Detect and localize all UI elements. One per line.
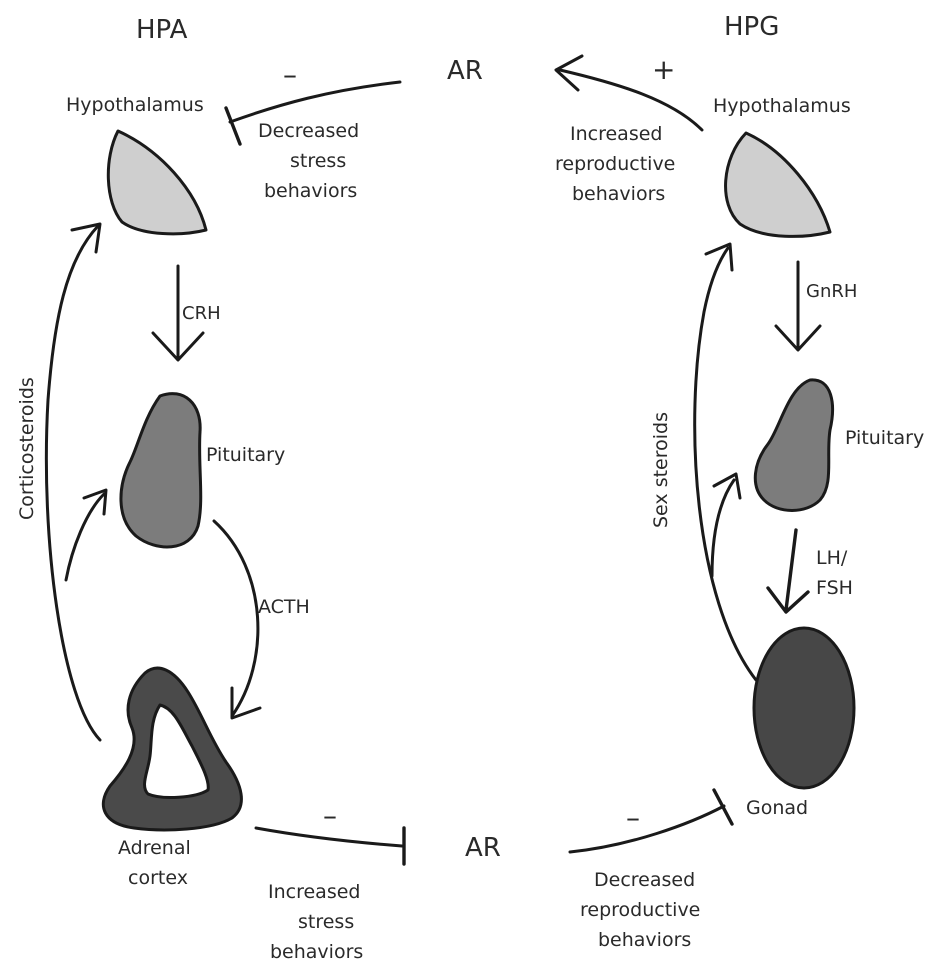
increased-stress-l2: stress	[298, 911, 354, 933]
decreased-stress-l3: behaviors	[264, 180, 357, 202]
top-plus-sign: +	[652, 53, 675, 86]
acth-label: ACTH	[258, 596, 310, 618]
bottom-right-inhibit-line	[570, 806, 724, 852]
sex-steroids-label: Sex steroids	[650, 412, 672, 528]
decreased-stress-l2: stress	[290, 150, 346, 172]
bottom-minus-left: –	[323, 799, 337, 832]
decreased-stress-l1: Decreased	[258, 120, 359, 142]
hpg-title: HPG	[724, 12, 779, 42]
hpg-hypothalamus-label: Hypothalamus	[713, 95, 851, 117]
top-ar-label: AR	[447, 56, 483, 86]
corticosteroid-feedback-short-arrow	[66, 494, 104, 580]
hpa-hypothalamus-label: Hypothalamus	[66, 94, 204, 116]
gnrh-label: GnRH	[806, 281, 857, 302]
adrenal-label-line1: Adrenal	[118, 837, 191, 859]
increased-reproductive-l1: Increased	[570, 123, 662, 145]
corticosteroid-feedback-long-arrow	[46, 226, 100, 740]
increased-reproductive-l2: reproductive	[555, 153, 675, 175]
decreased-reproductive-l3: behaviors	[598, 929, 691, 951]
sex-steroid-feedback-short-arrow	[712, 480, 734, 576]
decreased-reproductive-l1: Decreased	[594, 869, 695, 891]
hpa-hypothalamus-shape	[108, 131, 206, 234]
top-stimulate-arrow	[560, 70, 702, 130]
increased-reproductive-l3: behaviors	[572, 183, 665, 205]
increased-stress-l1: Increased	[268, 881, 360, 903]
lhfsh-label-line1: LH/	[816, 547, 848, 569]
lhfsh-arrow	[786, 530, 796, 610]
top-inhibit-line	[230, 82, 400, 122]
crh-label: CRH	[182, 303, 221, 324]
bottom-right-inhibit-bar	[714, 790, 732, 824]
hpg-pituitary-shape	[755, 380, 832, 511]
sex-steroid-feedback-long-arrow	[695, 248, 756, 680]
bottom-ar-label: AR	[465, 833, 501, 863]
decreased-reproductive-l2: reproductive	[580, 899, 700, 921]
hpg-hypothalamus-shape	[726, 133, 830, 236]
adrenal-label-line2: cortex	[128, 867, 188, 889]
adrenal-cortex-shape	[103, 668, 241, 830]
increased-stress-l3: behaviors	[270, 941, 363, 963]
gonad-shape	[754, 628, 854, 788]
top-inhibit-bar	[226, 108, 240, 144]
hpg-pituitary-label: Pituitary	[845, 427, 924, 449]
gonad-label: Gonad	[746, 797, 808, 819]
top-minus-sign: –	[283, 58, 297, 91]
lhfsh-label-line2: FSH	[816, 577, 853, 599]
corticosteroids-label: Corticosteroids	[16, 377, 38, 520]
hpa-pituitary-label: Pituitary	[206, 444, 285, 466]
bottom-minus-right: –	[626, 801, 640, 834]
acth-arrow	[214, 521, 258, 716]
hpa-title: HPA	[136, 15, 188, 45]
hpa-pituitary-shape	[121, 394, 201, 547]
